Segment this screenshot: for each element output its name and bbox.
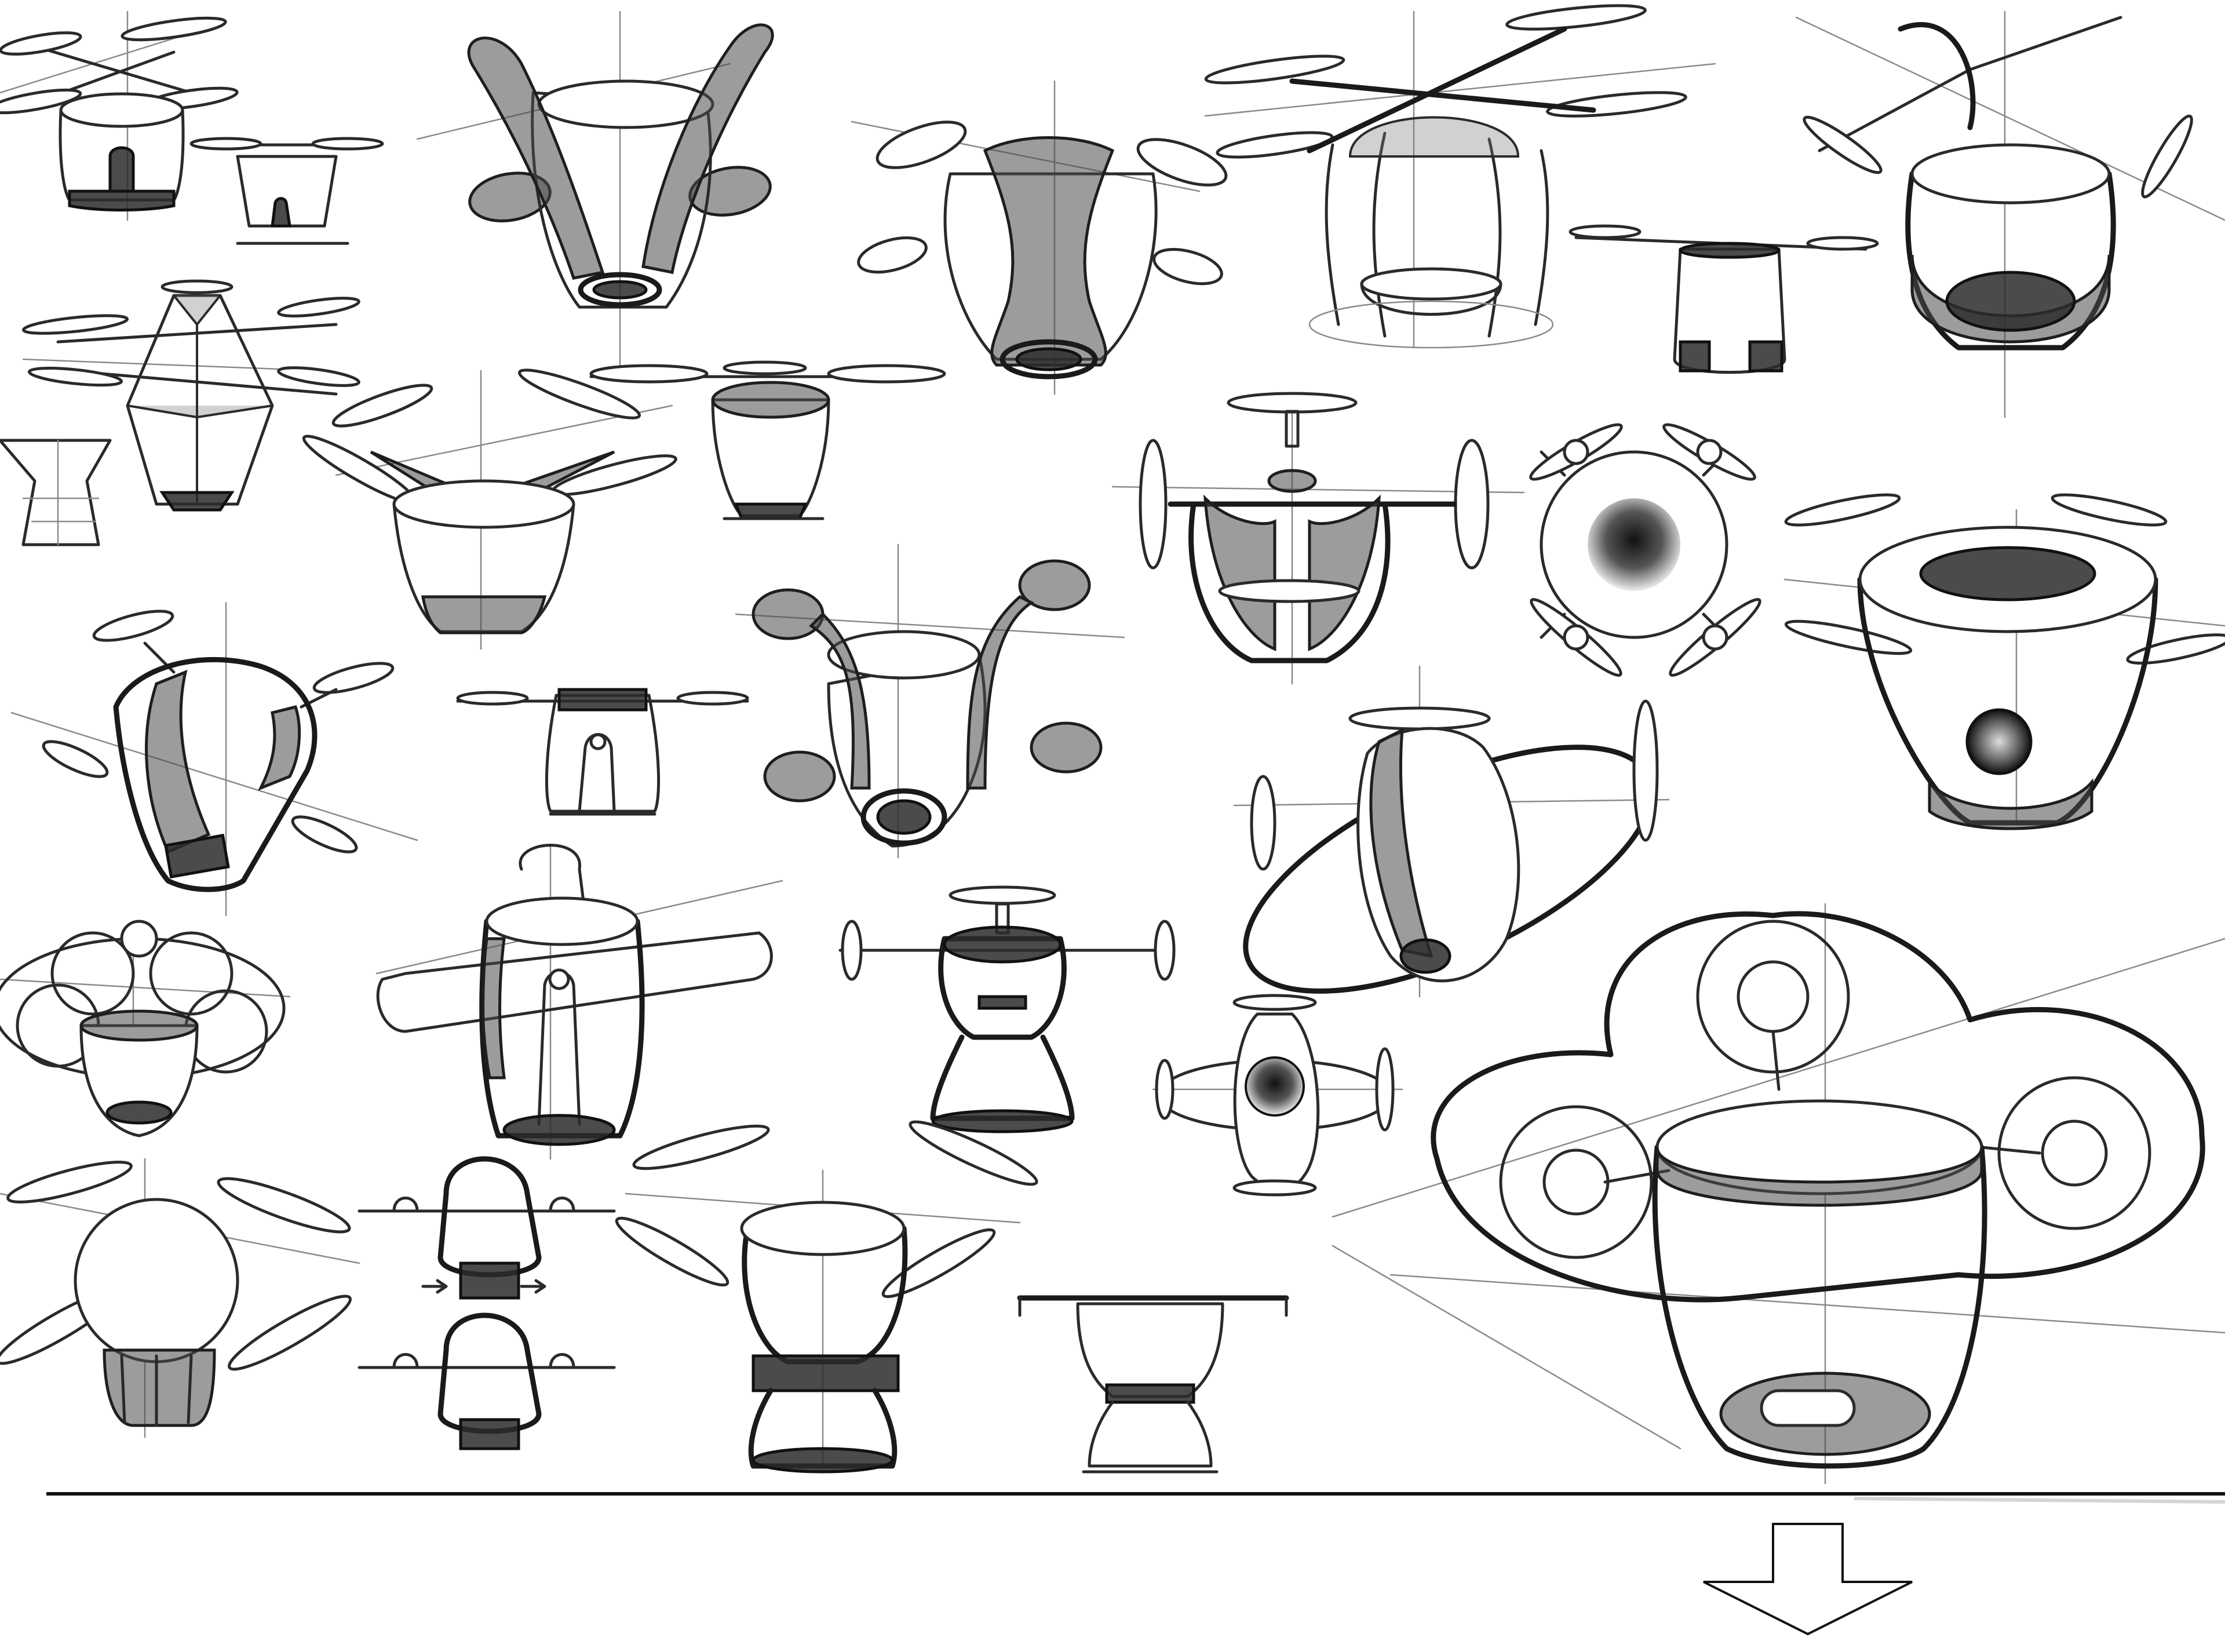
drone-sketch-09 [0, 439, 112, 546]
drone-sketch-07 [1795, 10, 2225, 418]
drone-sketch-13 [1529, 423, 1761, 677]
drone-sketch-16 [456, 688, 749, 816]
drone-sketch-04 [851, 80, 1228, 395]
drone-sketch-15 [10, 601, 418, 917]
drone-sketch-22 [1152, 994, 1403, 1197]
drone-sketch-17 [735, 544, 1125, 859]
down-arrow-icon [1703, 1523, 1913, 1636]
drone-sketch-12 [1111, 392, 1525, 685]
drone-sketch-10 [302, 369, 677, 650]
drone-sketch-18 [1233, 665, 1670, 998]
drone-sketch-21 [838, 885, 1176, 1133]
drone-sketch-11 [589, 360, 946, 520]
drone-sketch-26 [1017, 1295, 1289, 1474]
drone-sketch-25 [615, 1120, 1038, 1474]
drone-sketch-27-hero [1332, 903, 2225, 1485]
drone-sketch-20 [375, 844, 783, 1160]
drone-sketch-05 [1204, 4, 1716, 349]
drone-sketch-14 [1783, 493, 2225, 830]
drone-sketch-02 [189, 137, 384, 245]
drone-sketch-08 [21, 279, 360, 512]
drone-sketch-01 [0, 10, 239, 221]
drone-sketch-03 [416, 10, 774, 372]
drone-sketch-06 [1569, 224, 1879, 374]
sheet-divider [46, 1492, 2225, 1504]
drone-sketch-19 [0, 920, 291, 1137]
drone-sketch-24 [358, 1156, 616, 1450]
drone-sketch-23 [0, 1158, 360, 1438]
